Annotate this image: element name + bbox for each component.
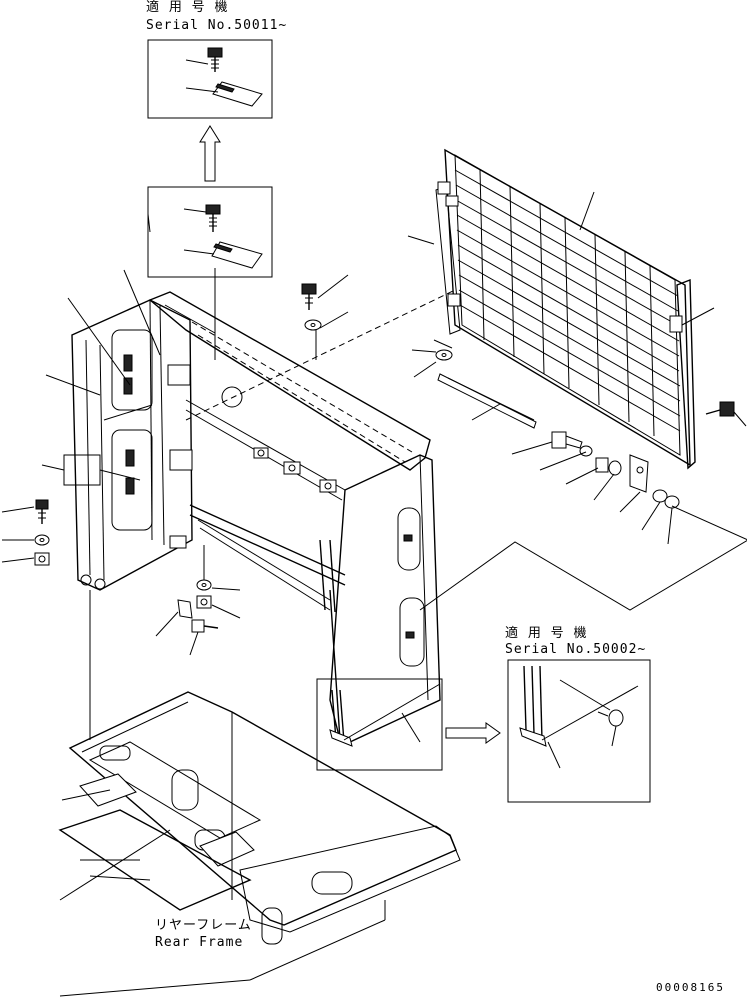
inset-box-right: [507, 659, 651, 803]
nut-icon: [196, 595, 212, 609]
washer-icon: [579, 445, 593, 457]
right-note-serial: Serial No.50002~: [505, 642, 647, 657]
bolt-icon: [205, 204, 221, 232]
bracket-group: [253, 447, 337, 493]
washer-icon: [304, 319, 322, 331]
bolt-icon: [207, 47, 223, 72]
nut-icon: [595, 457, 609, 473]
support-rod: [437, 373, 537, 429]
inset-box-lower: [316, 678, 443, 771]
top-note-applicable: 適 用 号 機: [146, 0, 229, 15]
inset-box-middle: [147, 186, 273, 360]
inset-box-top: [147, 39, 273, 119]
bolt-icon: [551, 431, 583, 449]
bolt-icon: [705, 401, 735, 417]
right-note-applicable: 適 用 号 機: [505, 626, 588, 641]
rear-frame-label-jp: リヤーフレーム: [155, 918, 252, 933]
rear-frame-label-en: Rear Frame: [155, 935, 244, 950]
chassis-frame: [58, 691, 461, 997]
arrow-right-icon: [445, 722, 501, 744]
arrow-up-icon: [199, 125, 221, 182]
bolt-icon: [301, 283, 317, 310]
washer-icon: [435, 349, 453, 361]
bolt-icon: [597, 709, 624, 727]
nut-icon: [34, 552, 50, 566]
radiator-grille: [435, 148, 696, 470]
top-note-serial: Serial No.50011~: [146, 18, 288, 33]
rear-frame-cover: [148, 291, 441, 743]
washer-icon: [34, 534, 50, 546]
left-door-panel: [63, 299, 193, 591]
bolt-icon: [191, 619, 219, 633]
bolt-icon: [35, 499, 49, 524]
drawing-number: 00008165: [656, 981, 725, 994]
washer-icon: [196, 579, 212, 591]
